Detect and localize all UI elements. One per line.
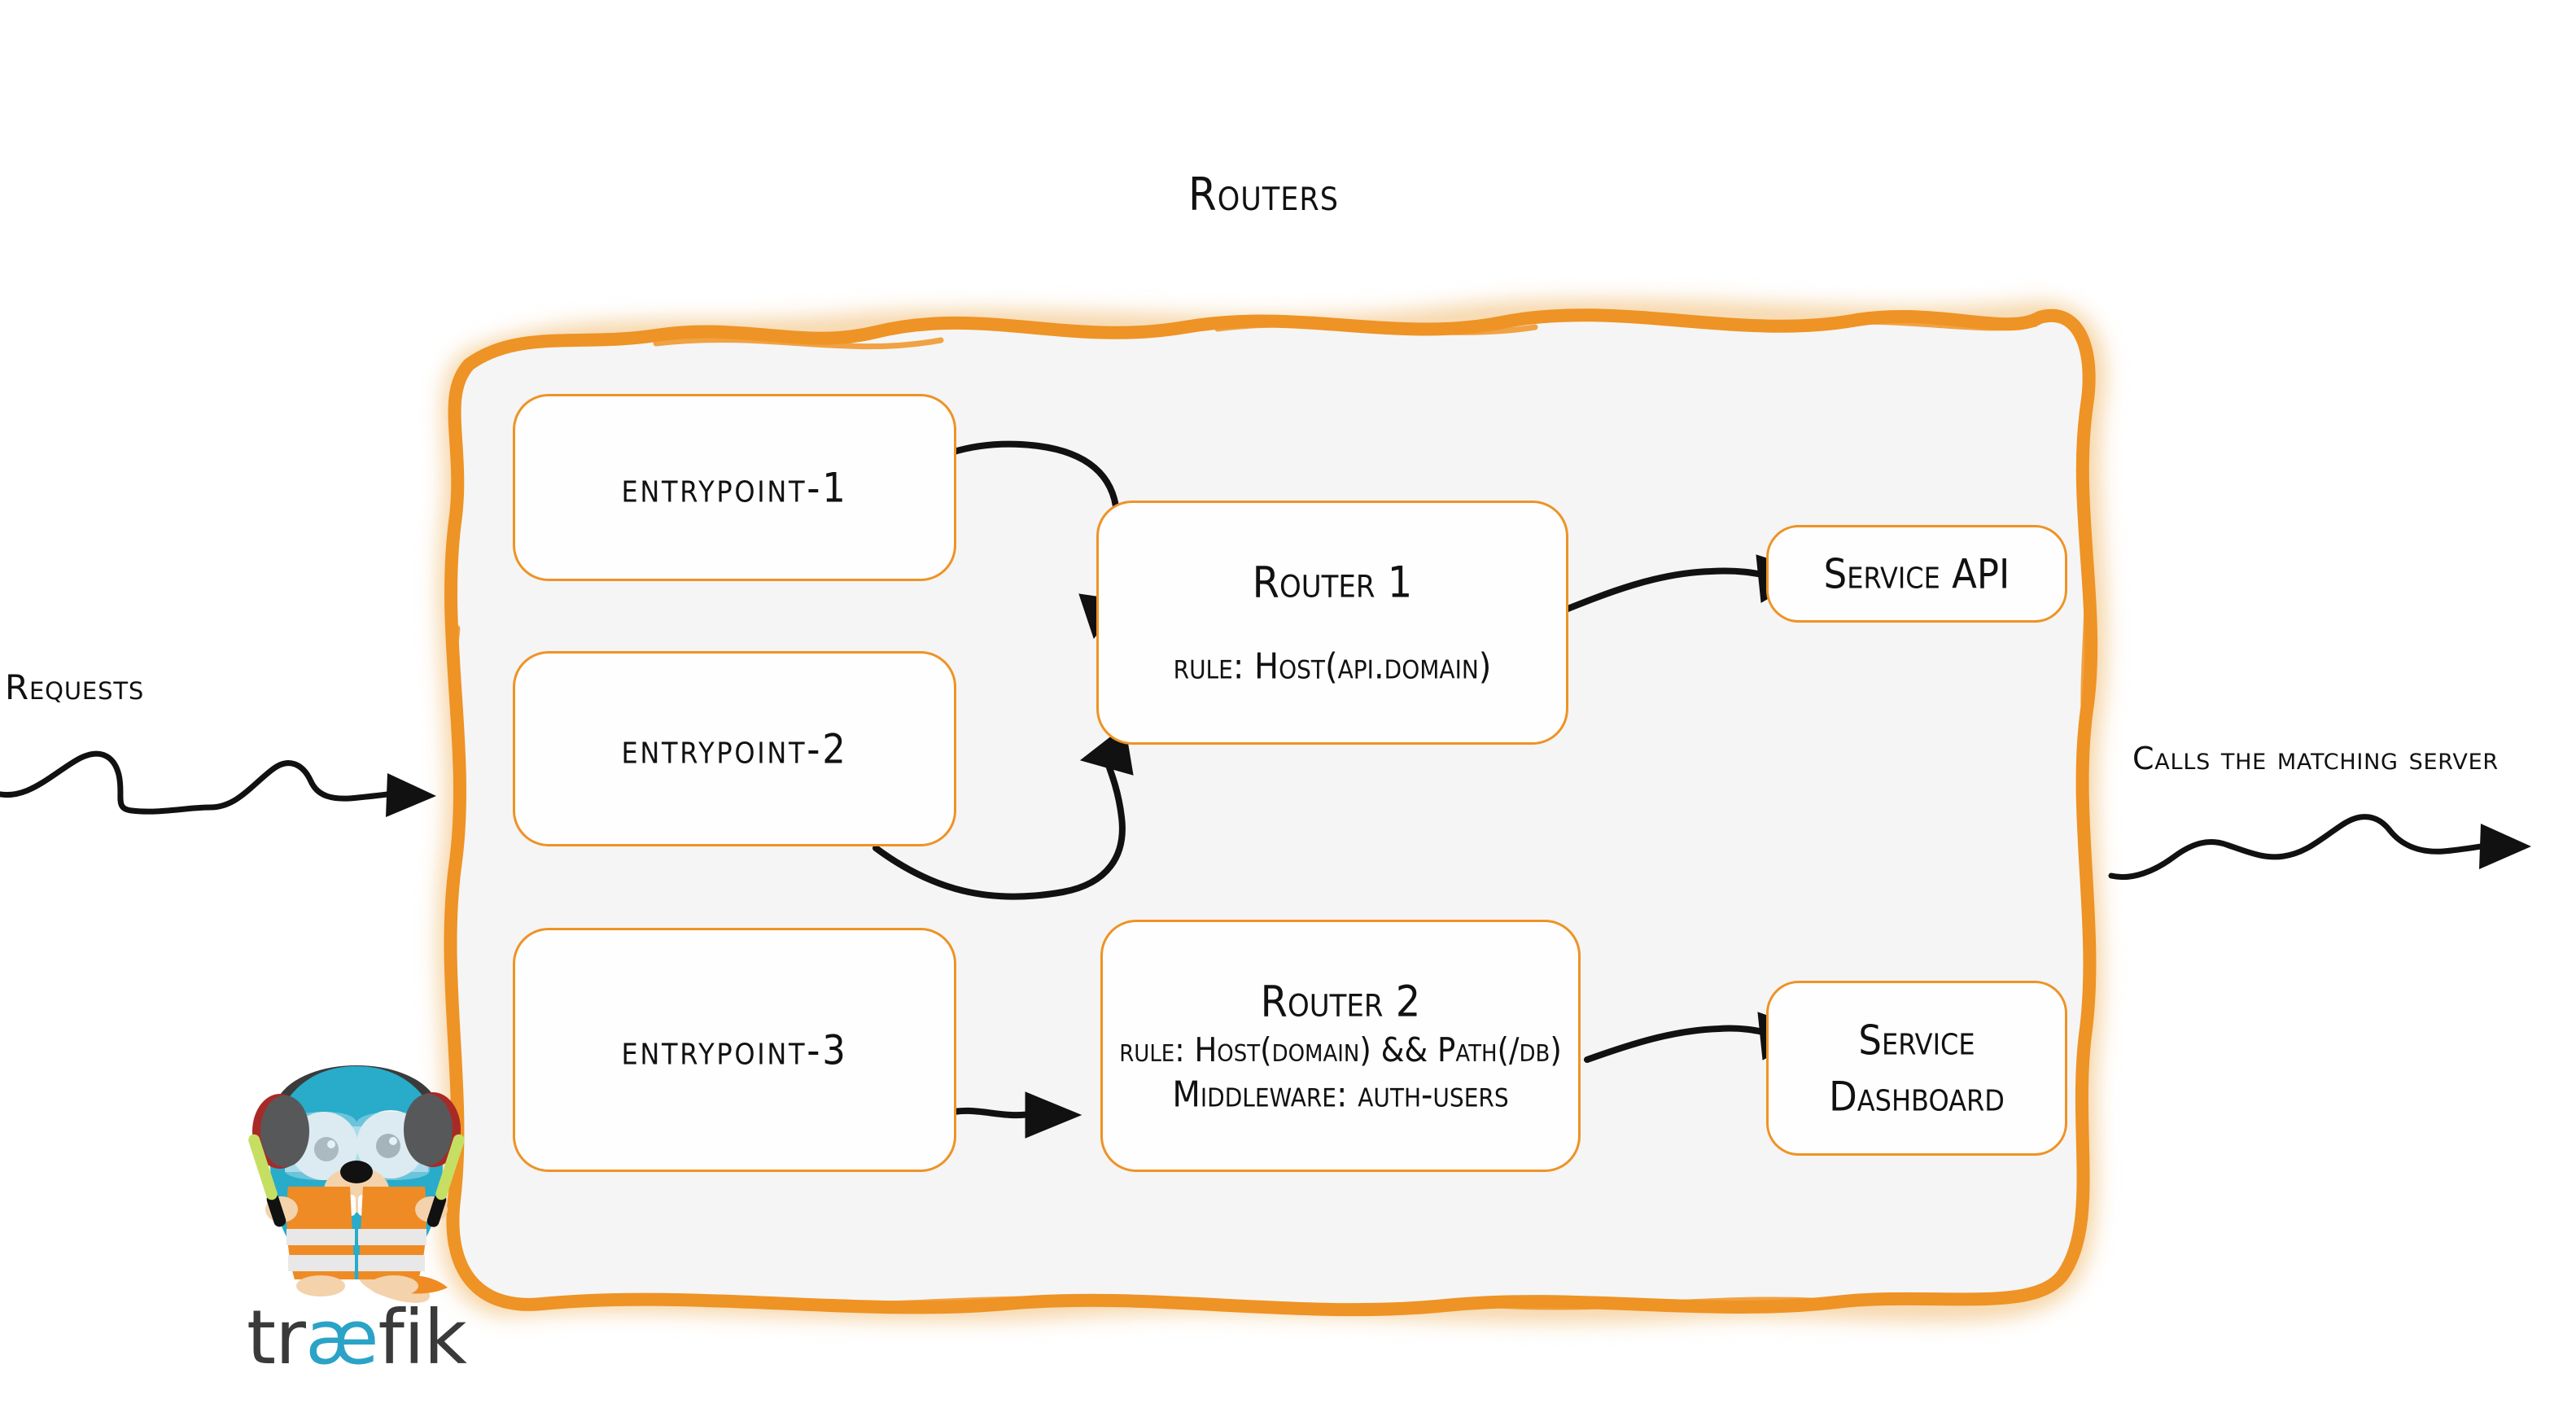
requests-label: Requests	[5, 667, 145, 707]
entrypoint-3-box[interactable]: entrypoint-3	[513, 928, 956, 1172]
router-2-box[interactable]: Router 2 rule: Host(domain) && Path(/db)…	[1100, 920, 1581, 1172]
traefik-wordmark: træfik	[234, 1301, 479, 1375]
service-api-box[interactable]: Service API	[1766, 525, 2067, 623]
arrow-ep2-router1	[873, 749, 1126, 900]
entrypoint-2-label: entrypoint-2	[621, 724, 848, 773]
traefik-gopher-icon	[248, 1065, 465, 1303]
router-2-title: Router 2	[1260, 976, 1421, 1027]
wordmark-part-1: tr	[247, 1294, 306, 1381]
entrypoint-1-box[interactable]: entrypoint-1	[513, 394, 956, 581]
service-dashboard-label-line1: Service	[1858, 1016, 1975, 1065]
router-2-rule: rule: Host(domain) && Path(/db)	[1119, 1030, 1562, 1069]
traefik-logo: træfik	[234, 1042, 479, 1408]
arrow-router1-svcapi	[1556, 567, 1774, 615]
entrypoint-3-label: entrypoint-3	[621, 1025, 848, 1074]
requests-arrow	[0, 750, 436, 817]
wordmark-ae-ligature: æ	[305, 1294, 378, 1381]
entrypoint-2-box[interactable]: entrypoint-2	[513, 651, 956, 846]
calls-matching-server-arrow	[2108, 814, 2531, 881]
calls-matching-server-label: Calls the matching server	[2132, 741, 2499, 776]
arrowhead-ep3-router2	[1025, 1091, 1082, 1139]
router-1-title: Router 1	[1252, 558, 1413, 608]
entrypoint-1-label: entrypoint-1	[621, 463, 848, 512]
router-1-rule: rule: Host(api.domain)	[1173, 645, 1492, 688]
router-1-box[interactable]: Router 1 rule: Host(api.domain)	[1096, 501, 1568, 745]
router-2-middleware: Middleware: auth-users	[1172, 1073, 1509, 1115]
service-api-label: Service API	[1823, 549, 2010, 598]
wordmark-part-2: fik	[378, 1294, 467, 1381]
arrow-router2-svcdash	[1584, 1025, 1774, 1063]
service-dashboard-box[interactable]: Service Dashboard	[1766, 981, 2067, 1156]
page-title: Routers	[1188, 168, 1339, 221]
service-dashboard-label-line2: Dashboard	[1829, 1072, 2005, 1121]
